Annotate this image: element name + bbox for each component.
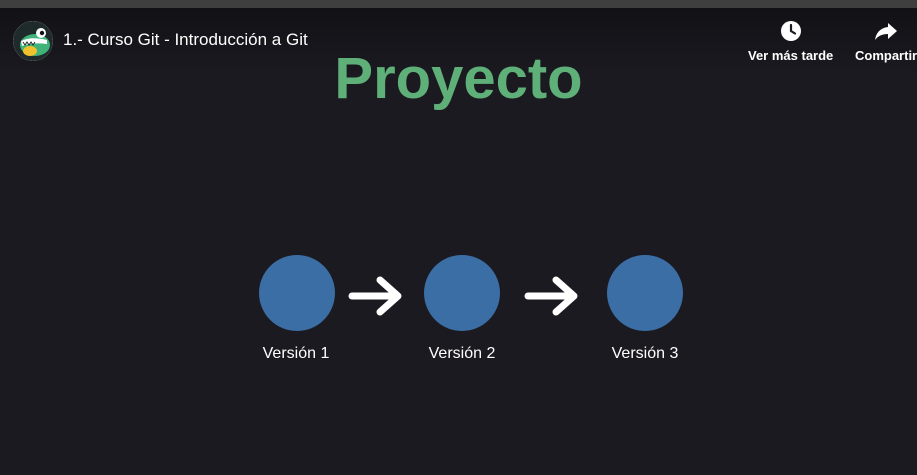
share-label: Compartir xyxy=(855,48,917,63)
watch-later-button[interactable]: Ver más tarde xyxy=(748,20,833,63)
share-button[interactable]: Compartir xyxy=(855,20,917,63)
arrow-right-icon xyxy=(524,276,578,316)
version-2-label: Versión 2 xyxy=(428,345,496,362)
arrow-right-icon xyxy=(348,276,402,316)
share-arrow-icon xyxy=(875,23,898,40)
version-3-label: Versión 3 xyxy=(611,345,679,362)
crocodile-avatar-icon xyxy=(13,21,53,61)
slide-title: Proyecto xyxy=(334,46,583,111)
channel-avatar[interactable] xyxy=(13,21,53,61)
version-2-node xyxy=(424,255,500,331)
top-strip xyxy=(0,0,917,8)
version-1-node xyxy=(259,255,335,331)
version-3-node xyxy=(607,255,683,331)
video-title[interactable]: 1.- Curso Git - Introducción a Git xyxy=(63,30,308,49)
version-1-label: Versión 1 xyxy=(262,345,330,362)
clock-icon xyxy=(780,21,801,41)
top-gradient xyxy=(0,8,917,78)
watch-later-label: Ver más tarde xyxy=(748,48,834,63)
